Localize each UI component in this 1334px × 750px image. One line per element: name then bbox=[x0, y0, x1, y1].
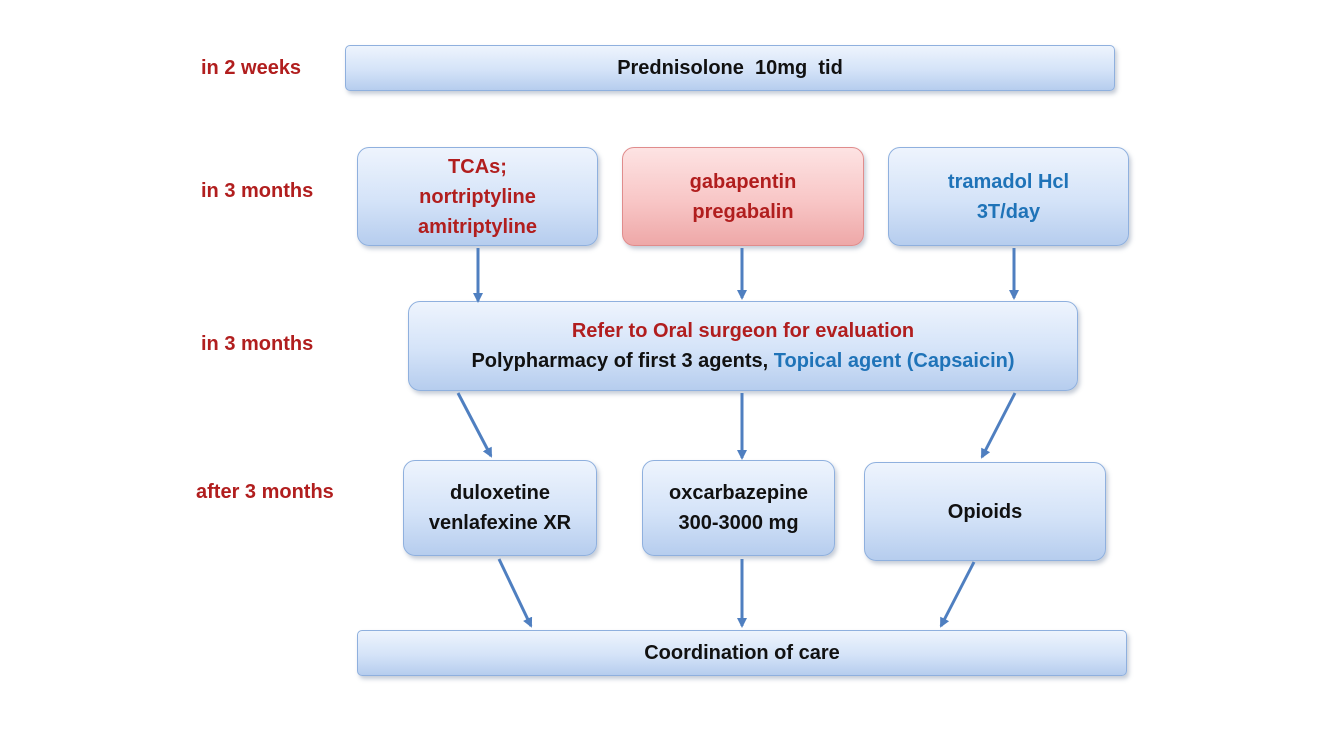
pregabalin-text: pregabalin bbox=[692, 200, 794, 223]
polypharmacy-line: Polypharmacy of first 3 agents, Topical … bbox=[471, 346, 1014, 376]
referral-text: Refer to Oral surgeon for evaluation bbox=[571, 320, 915, 342]
polypharmacy-text: Polypharmacy of first 3 agents, bbox=[471, 350, 774, 372]
venlafexine-text: venlafexine XR bbox=[428, 512, 572, 534]
nortriptyline-text: nortriptyline bbox=[419, 185, 536, 208]
row-label-in-3-months-1: in 3 months bbox=[201, 180, 314, 202]
row-label-in-2-weeks: in 2 weeks bbox=[201, 57, 302, 79]
prednisolone-text: Prednisolone 10mg tid bbox=[617, 57, 843, 79]
tcas-title: TCAs; bbox=[448, 155, 507, 178]
arrow-opioids-to-coordination bbox=[939, 561, 976, 628]
oxcarbazepine-box: oxcarbazepine 300-3000 mg bbox=[642, 460, 835, 556]
topical-agent-text: Topical agent (Capsaicin) bbox=[773, 350, 1015, 372]
duloxetine-box: duloxetine venlafexine XR bbox=[403, 460, 597, 556]
opioids-text: Opioids bbox=[947, 500, 1023, 523]
arrow-referral-to-opioids bbox=[980, 392, 1017, 459]
coordination-box: Coordination of care bbox=[357, 630, 1127, 676]
oxcarbazepine-dose-text: 300-3000 mg bbox=[678, 512, 799, 534]
tramadol-box: tramadol Hcl 3T/day bbox=[888, 147, 1129, 246]
tramadol-text: tramadol Hcl bbox=[947, 170, 1070, 193]
row-label-after-3-months: after 3 months bbox=[196, 481, 334, 503]
opioids-box: Opioids bbox=[864, 462, 1106, 561]
gabapentin-text: gabapentin bbox=[689, 170, 797, 193]
tcas-box: TCAs; nortriptyline amitriptyline bbox=[357, 147, 598, 246]
oxcarbazepine-text: oxcarbazepine bbox=[669, 482, 808, 504]
amitriptyline-text: amitriptyline bbox=[418, 215, 537, 238]
referral-box: Refer to Oral surgeon for evaluation Pol… bbox=[408, 301, 1078, 391]
row-label-in-3-months-2: in 3 months bbox=[201, 333, 314, 355]
arrow-duloxetine-to-coordination bbox=[497, 558, 533, 628]
duloxetine-text: duloxetine bbox=[449, 482, 550, 504]
arrow-referral-to-duloxetine bbox=[456, 392, 493, 458]
tramadol-dose-text: 3T/day bbox=[976, 200, 1041, 223]
prednisolone-box: Prednisolone 10mg tid bbox=[345, 45, 1115, 91]
gabapentin-box: gabapentin pregabalin bbox=[622, 147, 864, 246]
coordination-text: Coordination of care bbox=[644, 642, 840, 664]
